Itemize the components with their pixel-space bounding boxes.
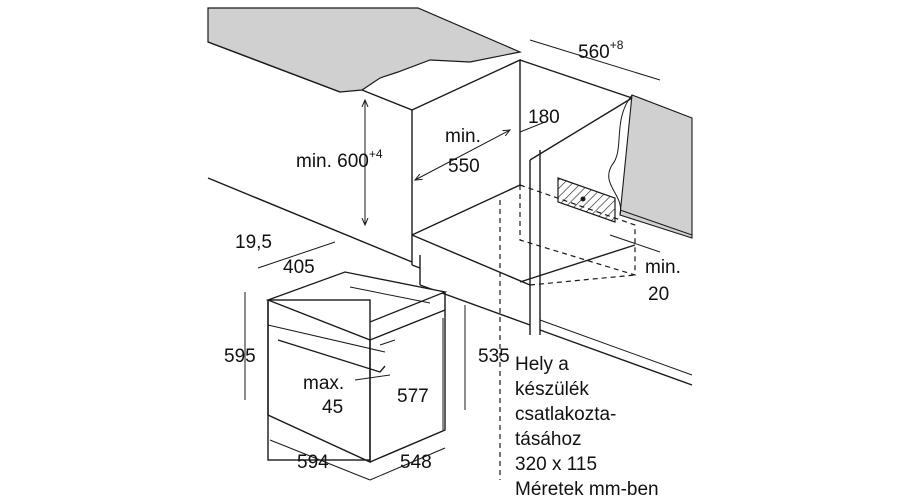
dim-inner-depth-line1: min. xyxy=(445,126,481,147)
connection-note: Hely a készülék csatlakozta- tásához 320… xyxy=(515,354,659,500)
dim-rear-gap: 180 xyxy=(528,107,560,128)
dim-side-gap-line2: 20 xyxy=(648,284,669,305)
dim-handle-line2: 45 xyxy=(322,397,343,418)
dim-front-height: 595 xyxy=(224,346,256,367)
dim-body-depth: 548 xyxy=(400,452,432,473)
dim-side-gap-line1: min. xyxy=(645,257,681,278)
dim-inner-depth-line2: 550 xyxy=(448,156,480,177)
dimension-lines xyxy=(244,39,661,481)
oven xyxy=(265,271,448,464)
dim-niche-height: min. 600+4 xyxy=(296,147,383,172)
dimension-labels: 560+8 min. 600+4 min. 550 180 min. 20 19… xyxy=(224,38,681,473)
note-line-1: Hely a xyxy=(515,354,569,375)
dim-inner-height: 535 xyxy=(478,346,510,367)
countertop xyxy=(207,7,523,93)
dim-panel-depth: 405 xyxy=(283,257,315,278)
dim-panel-offset: 19,5 xyxy=(235,232,272,253)
side-cabinet xyxy=(608,94,693,239)
dim-body-height: 577 xyxy=(397,386,429,407)
dim-handle-line1: max. xyxy=(303,373,344,394)
note-line-4: tásához xyxy=(515,429,582,450)
niche-cabinet xyxy=(207,58,693,480)
dim-top-depth: 560+8 xyxy=(578,38,624,63)
note-line-2: készülék xyxy=(515,379,589,400)
note-line-3: csatlakozta- xyxy=(515,404,616,425)
dim-front-width: 594 xyxy=(297,452,329,473)
note-line-5: 320 x 115 xyxy=(515,454,597,475)
note-line-6: Méretek mm-ben xyxy=(515,479,659,500)
